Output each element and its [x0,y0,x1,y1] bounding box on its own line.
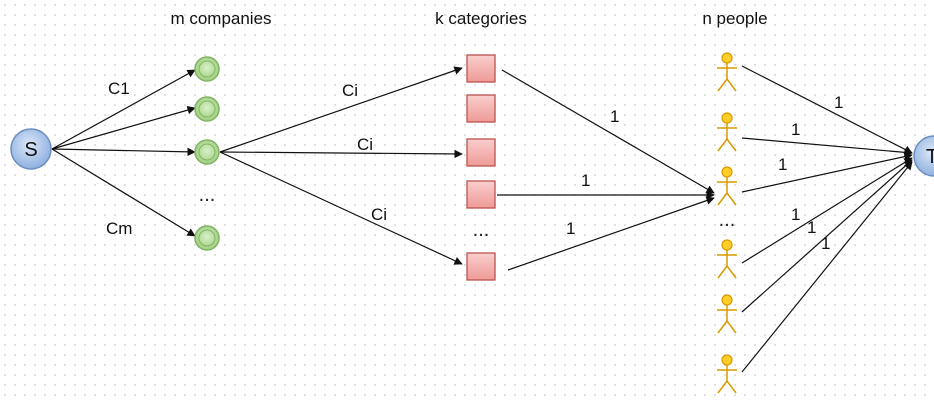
edge-s-company-2 [51,106,196,150]
person-node-2[interactable] [717,112,737,152]
person-head-icon [721,294,733,306]
people-nodes: ... [717,52,737,394]
category-node-2[interactable] [466,94,496,123]
sink-node[interactable]: T [913,135,934,177]
company-edges [219,66,463,265]
person-head-icon [721,52,733,64]
source-label: S [24,139,37,161]
edge-label-ppl-one-1: 1 [834,93,843,112]
source-node[interactable]: S [10,128,52,170]
sink-label: T [926,146,934,168]
edge-company-cat-top [219,66,463,153]
categories-ellipsis: ... [473,219,490,241]
categories-header: k categories [435,9,527,28]
edge-person-t-5 [741,159,913,313]
person-head-icon [721,239,733,251]
company-node-2[interactable] [194,96,220,122]
person-head-icon [721,112,733,124]
category-node-1[interactable] [466,54,496,83]
edge-company-cat-bot [219,151,463,265]
edge-label-cat-one-b: 1 [581,171,590,190]
category-node-4[interactable] [466,180,496,209]
edge-s-company-m [51,148,196,237]
edge-labels: C1 Cm Ci Ci Ci 1 1 1 1 1 1 1 1 1 [106,79,843,253]
edge-person-t-6 [741,161,913,373]
edge-label-ppl-one-3: 1 [778,155,787,174]
people-header: n people [702,9,767,28]
edge-label-ppl-one-6: 1 [821,234,830,253]
edge-label-cat-one-a: 1 [610,107,619,126]
companies-ellipsis: ... [199,184,216,206]
edge-company-cat-mid [219,149,463,159]
company-node-m[interactable] [194,225,220,251]
edge-cat-person-a [501,69,715,194]
edge-label-cm: Cm [106,219,132,238]
edge-s-company-3 [51,147,196,157]
category-node-k[interactable] [466,252,496,281]
person-head-icon [721,354,733,366]
person-head-icon [721,166,733,178]
person-node-6[interactable] [717,354,737,394]
category-node-3[interactable] [466,138,496,167]
edge-label-ci-top: Ci [342,81,358,100]
edge-cat-person-c [507,196,715,271]
company-nodes: ... [194,56,220,251]
people-ellipsis: ... [719,209,736,231]
edge-label-ppl-one-4: 1 [791,205,800,224]
companies-header: m companies [170,9,271,28]
edge-person-t-3 [741,152,913,193]
person-node-1[interactable] [717,52,737,92]
edge-label-ppl-one-2: 1 [791,120,800,139]
edge-person-t-4 [741,157,913,264]
category-edges [497,69,715,271]
company-node-3[interactable] [194,139,220,165]
person-node-5[interactable] [717,294,737,334]
company-node-1[interactable] [194,56,220,82]
edge-s-company-1 [51,69,196,150]
person-node-4[interactable] [717,239,737,279]
person-node-3[interactable] [717,166,737,206]
edge-label-c1: C1 [108,79,130,98]
edge-label-cat-one-c: 1 [566,219,575,238]
edge-person-t-1 [741,65,913,154]
category-nodes: ... [466,54,496,281]
people-edges [741,65,913,373]
edge-label-ppl-one-5: 1 [807,218,816,237]
edge-label-ci-mid: Ci [357,135,373,154]
source-edges [51,69,196,237]
edge-label-ci-bot: Ci [371,205,387,224]
edge-person-t-2 [741,137,913,157]
